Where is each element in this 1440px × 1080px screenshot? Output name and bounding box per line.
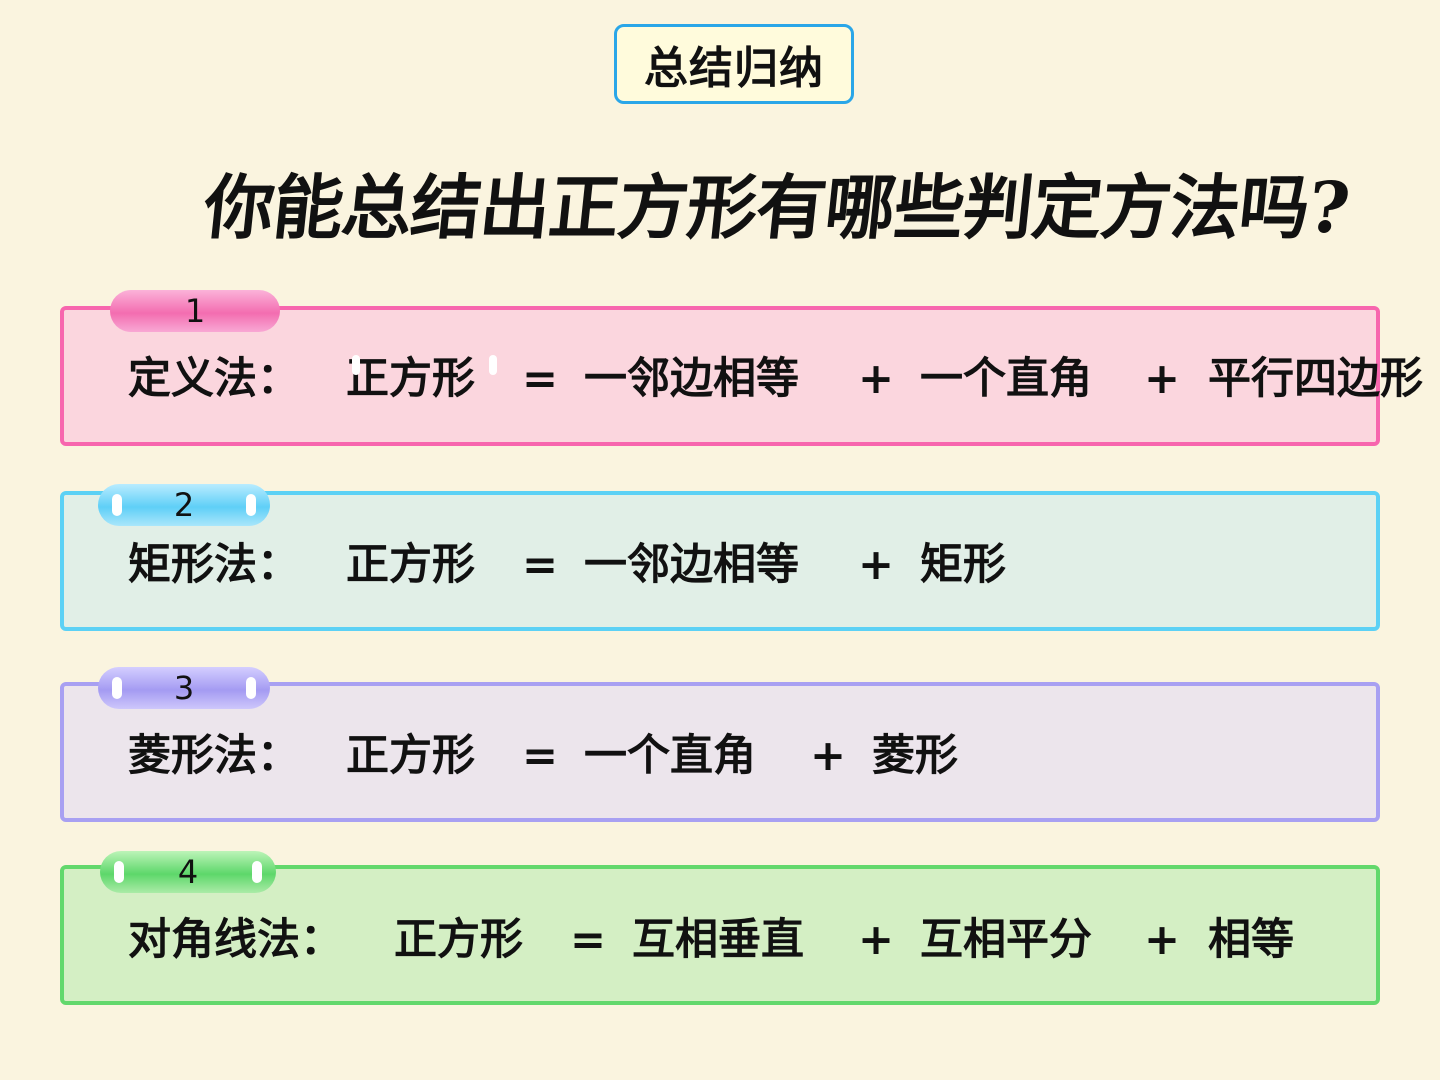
method-tab-1: 1	[110, 290, 280, 332]
tab-hole-left	[112, 494, 122, 516]
method-card-rhombus	[60, 682, 1380, 822]
equals-sign: =	[522, 540, 559, 590]
plus-sign: +	[810, 731, 847, 781]
method-subject: 正方形	[346, 354, 475, 404]
method-row-rhombus: 菱形法： 正方形 = 一个直角 + 菱形	[128, 726, 1328, 786]
summary-badge-label: 总结归纳	[644, 43, 824, 94]
method-tab-3: 3	[98, 667, 270, 709]
method-card-diagonal	[60, 865, 1380, 1005]
method-number: 2	[173, 486, 195, 524]
decorative-mark	[352, 355, 360, 375]
equals-sign: =	[522, 354, 559, 404]
method-subject: 正方形	[394, 915, 523, 965]
method-term: 互相垂直	[632, 915, 804, 965]
method-subject: 正方形	[346, 731, 475, 781]
method-tab-4: 4	[100, 851, 276, 893]
decorative-mark	[489, 355, 497, 375]
tab-hole-right	[246, 494, 256, 516]
method-name: 对角线法：	[128, 915, 343, 965]
method-card-definition	[60, 306, 1380, 446]
method-card-rectangle	[60, 491, 1380, 631]
plus-sign: +	[858, 354, 895, 404]
plus-sign: +	[858, 540, 895, 590]
method-term: 相等	[1208, 915, 1294, 965]
page-question: 你能总结出正方形有哪些判定方法吗?	[200, 166, 1353, 249]
method-name: 菱形法：	[128, 731, 300, 781]
method-tab-2: 2	[98, 484, 270, 526]
tab-hole-right	[246, 677, 256, 699]
method-row-diagonal: 对角线法： 正方形 = 互相垂直 + 互相平分 + 相等	[128, 910, 1328, 970]
tab-hole-left	[112, 677, 122, 699]
method-name: 定义法：	[128, 354, 300, 404]
equals-sign: =	[522, 731, 559, 781]
method-term: 互相平分	[920, 915, 1092, 965]
method-subject: 正方形	[346, 540, 475, 590]
method-row-definition: 定义法： 正方形 = 一邻边相等 + 一个直角 + 平行四边形	[128, 349, 1440, 409]
method-number: 1	[184, 292, 206, 330]
method-name: 矩形法：	[128, 540, 300, 590]
method-term: 一个直角	[584, 731, 756, 781]
method-row-rectangle: 矩形法： 正方形 = 一邻边相等 + 矩形	[128, 535, 1328, 595]
method-term: 平行四边形	[1208, 354, 1423, 404]
plus-sign: +	[1144, 354, 1181, 404]
method-term: 菱形	[872, 731, 958, 781]
method-term: 矩形	[920, 540, 1006, 590]
method-term: 一邻边相等	[584, 540, 799, 590]
plus-sign: +	[858, 915, 895, 965]
summary-badge: 总结归纳	[614, 24, 854, 104]
method-term: 一邻边相等	[584, 354, 799, 404]
tab-hole-left	[114, 861, 124, 883]
method-term: 一个直角	[920, 354, 1092, 404]
plus-sign: +	[1144, 915, 1181, 965]
method-number: 4	[177, 853, 199, 891]
tab-hole-right	[252, 861, 262, 883]
equals-sign: =	[570, 915, 607, 965]
method-number: 3	[173, 669, 195, 707]
